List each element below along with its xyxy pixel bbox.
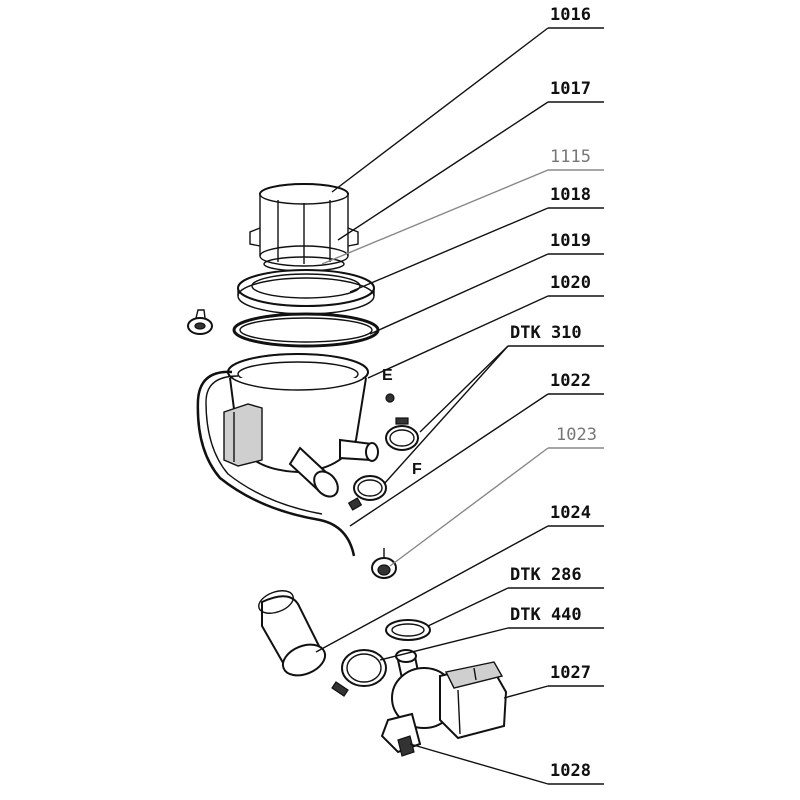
svg-text:DTK 310: DTK 310 — [510, 323, 582, 343]
part-hose-clamp-lower — [347, 475, 387, 511]
svg-text:1020: 1020 — [550, 273, 591, 293]
part-curved-hose — [258, 590, 327, 677]
callout-dtk440: DTK 440 — [508, 605, 604, 629]
part-filter-ring — [237, 269, 375, 315]
callout-1028: 1028 — [548, 761, 604, 785]
callout-1020: 1020 — [548, 273, 604, 297]
part-pump-bracket — [380, 712, 422, 757]
part-small-clip — [187, 309, 213, 335]
callout-1019: 1019 — [548, 231, 604, 255]
part-clip-1023 — [371, 548, 397, 579]
callout-1024: 1024 — [548, 503, 604, 527]
part-sump-housing — [196, 353, 379, 557]
part-hose-clamp-upper — [385, 417, 419, 451]
callout-dtk286: DTK 286 — [508, 565, 604, 589]
svg-text:1115: 1115 — [550, 147, 591, 167]
svg-text:1016: 1016 — [550, 5, 591, 25]
svg-text:1028: 1028 — [550, 761, 591, 781]
part-clamp-dtk440 — [331, 649, 387, 697]
callout-1027: 1027 — [548, 663, 604, 687]
part-drain-pump — [391, 649, 508, 740]
svg-text:1024: 1024 — [550, 503, 591, 523]
callout-1023: 1023 — [548, 425, 604, 449]
marker-e-label: E — [382, 367, 393, 384]
svg-text:DTK 286: DTK 286 — [510, 565, 582, 585]
leader-lines — [315, 27, 549, 785]
svg-text:1019: 1019 — [550, 231, 591, 251]
svg-text:DTK 440: DTK 440 — [510, 605, 582, 625]
callout-1115: 1115 — [548, 147, 604, 171]
marker-f-label: F — [412, 461, 422, 478]
svg-text:1022: 1022 — [550, 371, 591, 391]
svg-text:1018: 1018 — [550, 185, 591, 205]
marker-e-dot — [385, 393, 395, 403]
svg-text:1017: 1017 — [550, 79, 591, 99]
callout-1016: 1016 — [548, 5, 604, 29]
svg-text:1027: 1027 — [550, 663, 591, 683]
callout-1018: 1018 — [548, 185, 604, 209]
svg-text:1023: 1023 — [556, 425, 597, 445]
callout-1017: 1017 — [548, 79, 604, 103]
part-clamp-dtk286 — [385, 619, 431, 641]
callout-1022: 1022 — [548, 371, 604, 395]
callout-dtk310: DTK 310 — [508, 323, 604, 347]
part-gasket — [232, 312, 380, 348]
part-filter-cylinder — [249, 183, 359, 272]
